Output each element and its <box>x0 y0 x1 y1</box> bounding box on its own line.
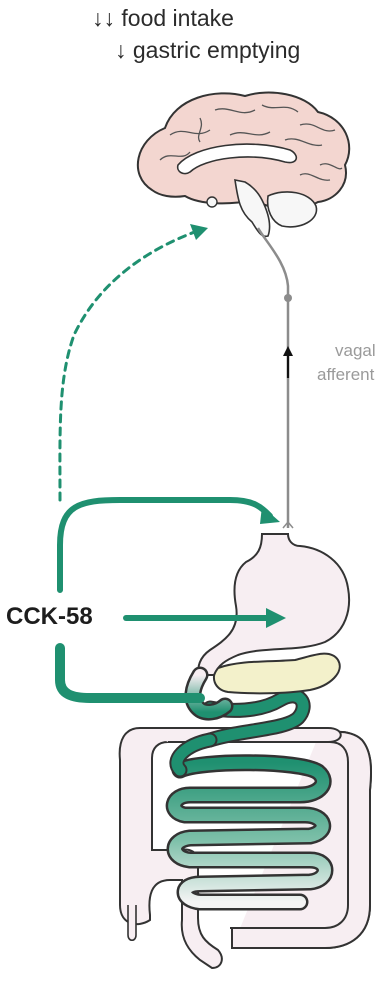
pituitary <box>207 197 217 207</box>
path-to-duodenum <box>60 648 200 698</box>
food-intake-label: ↓↓ food intake <box>92 5 234 32</box>
cerebellum <box>268 192 317 227</box>
vagal-nerve <box>258 228 293 528</box>
pancreas <box>214 654 340 694</box>
brain <box>138 93 349 237</box>
gastric-emptying-label: ↓ gastric emptying <box>115 37 300 64</box>
vagal-arrow-head-icon <box>260 506 280 524</box>
cck-58-label: CCK-58 <box>6 603 93 631</box>
endocrine-path-to-brain <box>60 230 200 500</box>
signal-up-arrow-icon <box>283 346 293 356</box>
afferent-label: afferent <box>317 365 374 385</box>
appendix <box>128 905 136 940</box>
gut <box>120 534 371 968</box>
vagal-label: vagal <box>335 341 376 361</box>
nodose-ganglion <box>284 294 292 302</box>
